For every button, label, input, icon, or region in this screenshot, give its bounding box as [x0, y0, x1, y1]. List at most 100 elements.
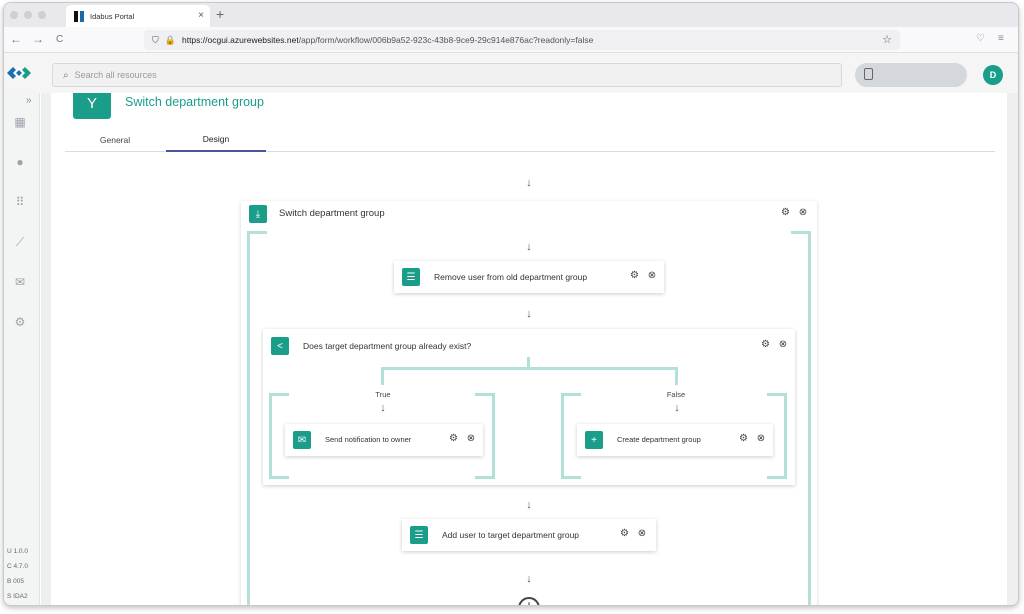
- step-actions: ⚙ ⊗: [630, 270, 659, 281]
- main-content: Y Switch department group General Design…: [41, 93, 1018, 605]
- idabus-favicon-icon: [74, 10, 85, 22]
- download-activity-icon: ⤓: [249, 205, 267, 223]
- left-rail: » ▦ ● ⠿ ⟋ ✉ ⚙ U 1.0.0 C 4.7.0 B 005 S ID…: [4, 93, 40, 605]
- tracking-shield-icon[interactable]: ⛉: [152, 34, 159, 45]
- settings-gear-icon[interactable]: ⚙ ⊗: [620, 528, 650, 539]
- settings-gear-icon[interactable]: ⚙ ⊗: [739, 433, 769, 444]
- apps-icon[interactable]: ⠿: [15, 195, 25, 209]
- address-bar[interactable]: ⛉ 🔒 https://ocgui.azurewebsites.net/app/…: [144, 30, 900, 50]
- flow-arrow-icon: ↓: [526, 499, 532, 511]
- step-actions: ⚙ ⊗: [739, 433, 768, 444]
- forward-icon[interactable]: →: [32, 32, 44, 46]
- page-title: Switch department group: [125, 95, 264, 109]
- clipboard-pill-button[interactable]: [855, 63, 967, 87]
- add-activity-button[interactable]: +: [518, 597, 540, 605]
- version-server: S IDA2: [7, 593, 28, 600]
- flow-arrow-icon: ↓: [526, 573, 532, 585]
- step-actions: ⚙ ⊗: [449, 433, 478, 444]
- url-path: /app/form/workflow/006b9a52-923c-43b8-9c…: [298, 35, 594, 45]
- flow-arrow-icon: ↓: [526, 177, 532, 189]
- tab-title: Idabus Portal: [90, 11, 135, 21]
- reload-icon[interactable]: C: [56, 34, 64, 45]
- browser-tab[interactable]: Idabus Portal ×: [66, 5, 210, 27]
- remove-user-step-label: Remove user from old department group: [434, 272, 588, 282]
- remove-user-step[interactable]: ☰ Remove user from old department group …: [394, 261, 664, 293]
- send-notification-step[interactable]: ✉ Send notification to owner ⚙ ⊗: [285, 424, 483, 456]
- step-actions: ⚙ ⊗: [620, 528, 649, 539]
- true-branch-label: True: [375, 390, 391, 399]
- bookmark-star-icon[interactable]: ☆: [882, 34, 892, 46]
- url-text: https://ocgui.azurewebsites.net/app/form…: [182, 35, 593, 45]
- add-user-step[interactable]: ☰ Add user to target department group ⚙ …: [402, 519, 656, 551]
- search-icon: ⌕: [63, 69, 69, 81]
- workflow-card: Y Switch department group General Design…: [51, 93, 1007, 605]
- branch-bar: [381, 367, 678, 370]
- tab-design[interactable]: Design: [166, 127, 266, 152]
- right-connector-bracket: [791, 231, 811, 605]
- idabus-logo-icon[interactable]: [6, 64, 32, 82]
- dashboard-icon[interactable]: ▦: [14, 115, 26, 129]
- workflow-header-icon: Y: [73, 93, 111, 119]
- condition-actions: ⚙ ⊗: [761, 339, 790, 350]
- switch-activity-label: Switch department group: [279, 208, 385, 219]
- tab-general[interactable]: General: [99, 134, 131, 145]
- tab-bar: General Design: [65, 127, 995, 152]
- app-header: ⌕ Search all resources D: [4, 53, 1018, 93]
- switch-activity-actions: ⚙ ⊗: [781, 207, 810, 218]
- settings-gear-icon[interactable]: ⚙ ⊗: [630, 270, 660, 281]
- version-build: B 005: [7, 578, 24, 585]
- settings-gear-icon[interactable]: ⚙ ⊗: [761, 339, 791, 350]
- condition-label: Does target department group already exi…: [303, 341, 472, 351]
- avatar[interactable]: D: [983, 65, 1003, 85]
- clipboard-icon: [864, 68, 873, 80]
- new-tab-icon[interactable]: +: [216, 6, 225, 22]
- add-user-step-label: Add user to target department group: [442, 530, 580, 540]
- tune-icon: ☰: [402, 268, 420, 286]
- condition-activity[interactable]: < Does target department group already e…: [263, 329, 795, 485]
- tab-strip: Idabus Portal × +: [4, 3, 1018, 27]
- version-ui: U 1.0.0: [7, 548, 28, 555]
- person-icon[interactable]: ●: [16, 155, 24, 169]
- true-left-bracket: [269, 393, 289, 479]
- true-right-bracket: [475, 393, 495, 479]
- false-left-bracket: [561, 393, 581, 479]
- add-box-icon: +: [585, 431, 603, 449]
- share-icon: <: [271, 337, 289, 355]
- minimize-window-dot[interactable]: [24, 11, 32, 19]
- tune-icon: ☰: [410, 526, 428, 544]
- left-connector-bracket: [247, 231, 267, 605]
- false-branch-label: False: [666, 390, 686, 399]
- lock-icon[interactable]: 🔒: [164, 34, 176, 45]
- back-icon[interactable]: ←: [10, 32, 22, 46]
- menu-icon[interactable]: ≡: [998, 33, 1004, 44]
- feedback-icon[interactable]: ✉: [14, 275, 26, 289]
- false-branch-stem: [675, 367, 678, 385]
- settings-icon[interactable]: ⚙: [14, 315, 26, 329]
- maximize-window-dot[interactable]: [38, 11, 46, 19]
- trending-icon[interactable]: ⟋: [15, 234, 25, 249]
- flow-arrow-icon: ↓: [380, 402, 386, 414]
- pocket-icon[interactable]: ♡: [976, 33, 985, 44]
- search-placeholder: Search all resources: [74, 70, 157, 80]
- branch-stem: [527, 357, 530, 370]
- settings-gear-icon[interactable]: ⚙ ⊗: [449, 433, 479, 444]
- close-window-dot[interactable]: [10, 11, 18, 19]
- tab-close-icon[interactable]: ×: [198, 10, 204, 21]
- switch-activity-container[interactable]: ⤓ Switch department group ⚙ ⊗ ↓ ☰ Remove…: [241, 201, 817, 605]
- browser-window: Idabus Portal × + ← → C ⛉ 🔒 https://ocgu…: [3, 2, 1019, 606]
- flow-arrow-icon: ↓: [526, 241, 532, 253]
- url-host: https://ocgui.azurewebsites.net: [181, 35, 299, 45]
- create-department-step[interactable]: + Create department group ⚙ ⊗: [577, 424, 773, 456]
- flow-arrow-icon: ↓: [526, 308, 532, 320]
- true-branch-stem: [381, 367, 384, 385]
- send-notification-label: Send notification to owner: [325, 435, 412, 444]
- flow-arrow-icon: ↓: [674, 402, 680, 414]
- navigation-bar: ← → C ⛉ 🔒 https://ocgui.azurewebsites.ne…: [4, 27, 1018, 53]
- search-input[interactable]: ⌕ Search all resources: [52, 63, 842, 87]
- mail-icon: ✉: [293, 431, 311, 449]
- false-right-bracket: [767, 393, 787, 479]
- settings-gear-icon[interactable]: ⚙ ⊗: [781, 207, 811, 218]
- expand-rail-icon[interactable]: »: [26, 95, 32, 106]
- version-core: C 4.7.0: [7, 563, 28, 570]
- create-department-label: Create department group: [617, 435, 701, 444]
